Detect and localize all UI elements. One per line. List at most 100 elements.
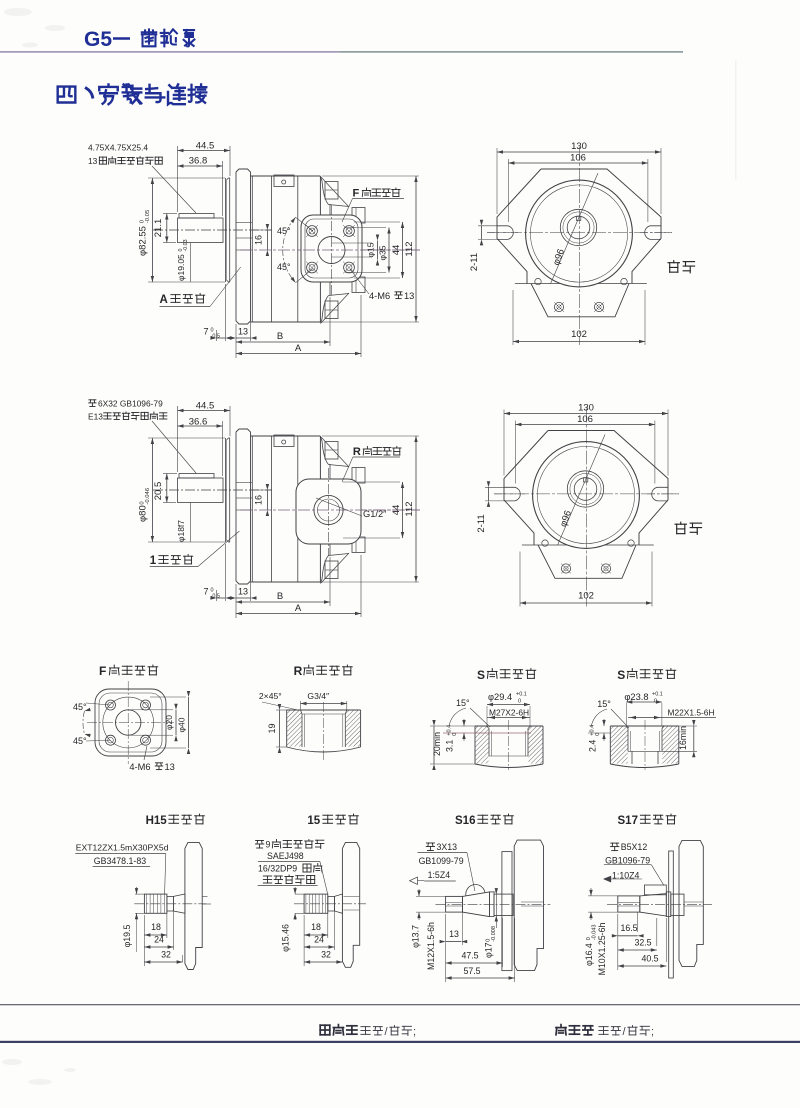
svg-text:32: 32 xyxy=(321,950,331,960)
svg-text:45°: 45° xyxy=(73,736,87,746)
svg-text:R: R xyxy=(294,664,303,678)
svg-text:-0.05: -0.05 xyxy=(145,209,151,223)
svg-text:18: 18 xyxy=(151,922,161,932)
svg-text:0: 0 xyxy=(486,939,492,942)
svg-text:;: ; xyxy=(651,1026,654,1038)
svg-text:130: 130 xyxy=(571,141,587,152)
svg-text:106: 106 xyxy=(577,414,593,425)
svg-text:36.6: 36.6 xyxy=(189,417,208,428)
svg-text:A: A xyxy=(295,343,302,354)
svg-text:0: 0 xyxy=(211,328,214,334)
svg-text:4-M6: 4-M6 xyxy=(369,291,390,301)
svg-text:2.4: 2.4 xyxy=(588,740,598,752)
svg-text:S: S xyxy=(477,668,485,682)
svg-text:45°: 45° xyxy=(277,262,291,272)
svg-text:φ96: φ96 xyxy=(551,248,567,267)
svg-text:2×45°: 2×45° xyxy=(259,691,282,701)
svg-text:-0.008: -0.008 xyxy=(491,926,497,942)
svg-text:M12X1.5-6h: M12X1.5-6h xyxy=(426,922,436,970)
svg-text:13: 13 xyxy=(238,587,248,597)
svg-text:13: 13 xyxy=(238,327,248,337)
svg-text:21.1: 21.1 xyxy=(153,219,164,238)
svg-text:G5: G5 xyxy=(84,28,112,51)
svg-text:S: S xyxy=(617,668,625,682)
svg-text:F: F xyxy=(99,664,106,678)
svg-text:G3/4″: G3/4″ xyxy=(307,691,329,701)
svg-text:+0.4: +0.4 xyxy=(447,725,453,736)
svg-text:0: 0 xyxy=(211,588,214,594)
svg-text:0: 0 xyxy=(586,937,592,940)
svg-text:0: 0 xyxy=(139,501,145,505)
svg-text:0: 0 xyxy=(178,249,184,252)
svg-text:112: 112 xyxy=(404,241,415,256)
svg-text:45°: 45° xyxy=(277,226,291,236)
svg-text:-0.043: -0.043 xyxy=(591,925,597,941)
svg-text:1:10Z4: 1:10Z4 xyxy=(612,871,639,881)
svg-text:B5X12: B5X12 xyxy=(621,842,648,852)
svg-text:/: / xyxy=(385,1026,389,1038)
svg-text:SAEJ498: SAEJ498 xyxy=(267,851,304,861)
svg-text:/: / xyxy=(623,1026,627,1038)
svg-text:44: 44 xyxy=(391,245,402,256)
svg-text:15°: 15° xyxy=(597,699,611,709)
svg-text:φ80: φ80 xyxy=(138,505,149,522)
svg-text:0: 0 xyxy=(518,699,521,705)
svg-text:15: 15 xyxy=(307,815,320,827)
svg-text:18: 18 xyxy=(311,922,321,932)
svg-text:;: ; xyxy=(413,1026,416,1038)
svg-text:φ29.4: φ29.4 xyxy=(488,692,512,702)
svg-text:45°: 45° xyxy=(73,702,87,712)
svg-text:16/32DP9: 16/32DP9 xyxy=(258,864,297,874)
svg-text:M22X1.5-6H: M22X1.5-6H xyxy=(668,708,715,718)
svg-text:106: 106 xyxy=(570,153,586,164)
svg-text:φ96: φ96 xyxy=(558,509,574,528)
svg-text:13: 13 xyxy=(449,929,459,939)
svg-text:9: 9 xyxy=(266,840,271,850)
svg-text:φ16.4: φ16.4 xyxy=(584,943,594,966)
svg-text:φ20: φ20 xyxy=(164,715,174,730)
svg-text:+0.4: +0.4 xyxy=(590,725,596,736)
svg-text:-0.03: -0.03 xyxy=(183,239,189,251)
svg-text:47.5: 47.5 xyxy=(461,951,478,961)
svg-text:36.8: 36.8 xyxy=(189,156,208,167)
svg-text:1: 1 xyxy=(150,555,157,567)
svg-text:φ15: φ15 xyxy=(366,242,376,257)
svg-text:0: 0 xyxy=(595,733,601,736)
svg-text:7: 7 xyxy=(203,327,208,337)
svg-text:φ35: φ35 xyxy=(378,245,388,260)
svg-text:M27X2-6H: M27X2-6H xyxy=(489,708,529,718)
svg-text:E13: E13 xyxy=(88,412,103,422)
svg-text:φ13.7: φ13.7 xyxy=(411,925,421,948)
svg-text:3.1: 3.1 xyxy=(445,740,455,752)
svg-text:φ19.05: φ19.05 xyxy=(176,254,186,281)
svg-text:φ15.46: φ15.46 xyxy=(281,924,291,952)
svg-text:13: 13 xyxy=(88,156,98,166)
svg-text:40.5: 40.5 xyxy=(641,954,658,964)
svg-text:R: R xyxy=(353,446,361,458)
svg-text:13: 13 xyxy=(165,762,175,772)
svg-text:S17: S17 xyxy=(618,815,638,827)
svg-text:-0.046: -0.046 xyxy=(145,487,151,504)
svg-text:2-11: 2-11 xyxy=(476,514,487,532)
svg-text:φ23.8: φ23.8 xyxy=(624,692,648,702)
svg-text:24: 24 xyxy=(154,935,164,945)
svg-text:H15: H15 xyxy=(146,815,168,827)
svg-text:φ17: φ17 xyxy=(484,942,494,958)
svg-text:4.75X4.75X25.4: 4.75X4.75X25.4 xyxy=(88,143,148,153)
svg-text:112: 112 xyxy=(404,501,415,516)
svg-text:16: 16 xyxy=(254,495,264,505)
svg-text:-0.5: -0.5 xyxy=(211,594,220,600)
svg-text:20min: 20min xyxy=(432,732,442,756)
svg-text:32.5: 32.5 xyxy=(634,938,651,948)
svg-text:-0.5: -0.5 xyxy=(211,334,220,340)
svg-text:+0.1: +0.1 xyxy=(516,692,527,698)
svg-text:A: A xyxy=(295,603,302,614)
svg-text:7: 7 xyxy=(203,587,208,597)
svg-text:S16: S16 xyxy=(455,815,475,827)
svg-text:44.5: 44.5 xyxy=(196,141,215,152)
svg-text:0: 0 xyxy=(452,733,458,736)
svg-text:φ40: φ40 xyxy=(177,717,187,732)
svg-text:13: 13 xyxy=(404,291,414,301)
svg-text:2-11: 2-11 xyxy=(469,253,480,271)
svg-text:16.5: 16.5 xyxy=(620,923,637,933)
